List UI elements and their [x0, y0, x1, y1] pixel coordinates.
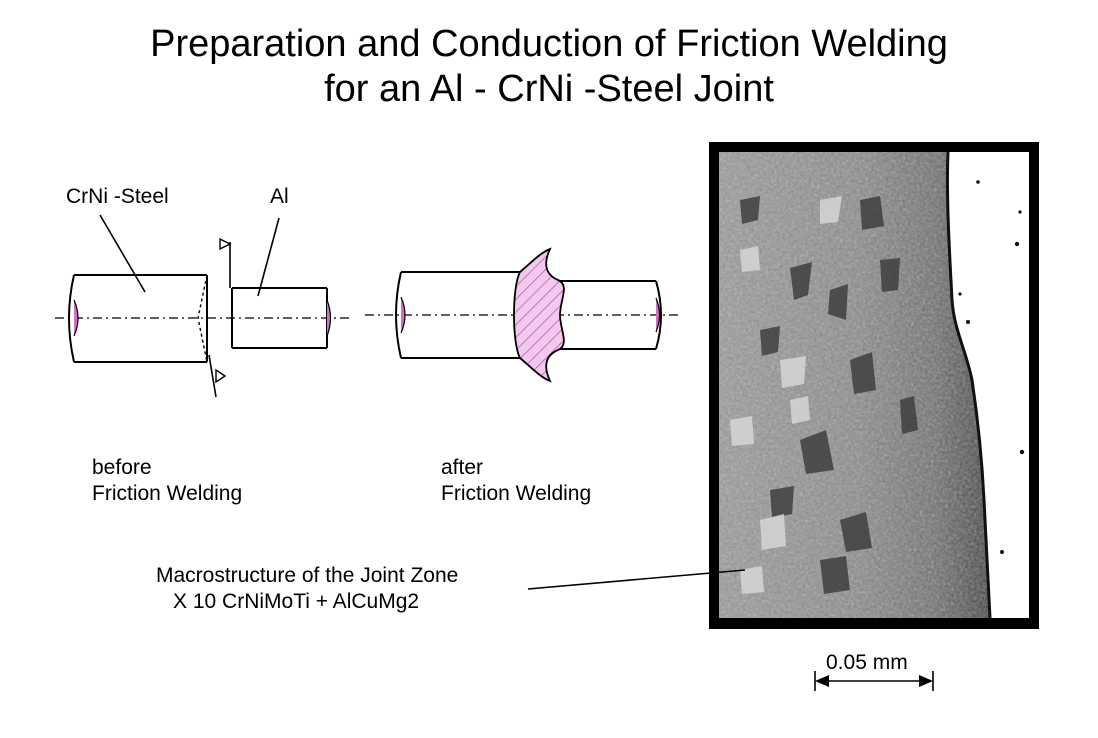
section-marker-top: [219, 237, 232, 251]
before-diagram: [55, 214, 350, 398]
section-line-bottom: [208, 354, 217, 398]
caption-before: before Friction Welding: [92, 455, 242, 507]
scale-label: 0.05 mm: [826, 651, 908, 674]
steel-bar: [68, 274, 208, 363]
welded-steel-body: [395, 271, 520, 359]
aluminium-bar: [231, 287, 332, 349]
caption-macro-line-1: Macrostructure of the Joint Zone: [156, 564, 459, 587]
micrograph: [709, 142, 1039, 629]
aluminium-region: [947, 152, 1029, 618]
title-line-1: Preparation and Conduction of Friction W…: [150, 23, 948, 65]
interface-line: [945, 152, 992, 618]
leader-al: [257, 217, 280, 297]
welded-aluminium-body: [560, 280, 662, 350]
caption-after-line-2: Friction Welding: [441, 482, 592, 505]
weld-flash: [513, 247, 565, 383]
caption-after: after Friction Welding: [441, 455, 591, 507]
scale-bar: [814, 671, 934, 691]
title-line-2: for an Al - CrNi -Steel Joint: [324, 68, 774, 110]
caption-macro-line-2: X 10 CrNiMoTi + AlCuMg2: [173, 590, 420, 613]
section-marker-bottom: [215, 368, 227, 384]
caption-before-line-1: before: [92, 456, 152, 479]
caption-macrostructure: Macrostructure of the Joint Zone X 10 Cr…: [156, 563, 458, 615]
after-diagram: [365, 247, 680, 383]
page-title: Preparation and Conduction of Friction W…: [0, 22, 1098, 112]
caption-after-line-1: after: [441, 456, 484, 479]
label-al: Al: [270, 185, 289, 208]
leader-macrostructure: [527, 569, 746, 590]
caption-before-line-2: Friction Welding: [92, 482, 243, 505]
leader-steel: [99, 214, 146, 293]
label-crni-steel: CrNi -Steel: [66, 185, 169, 208]
